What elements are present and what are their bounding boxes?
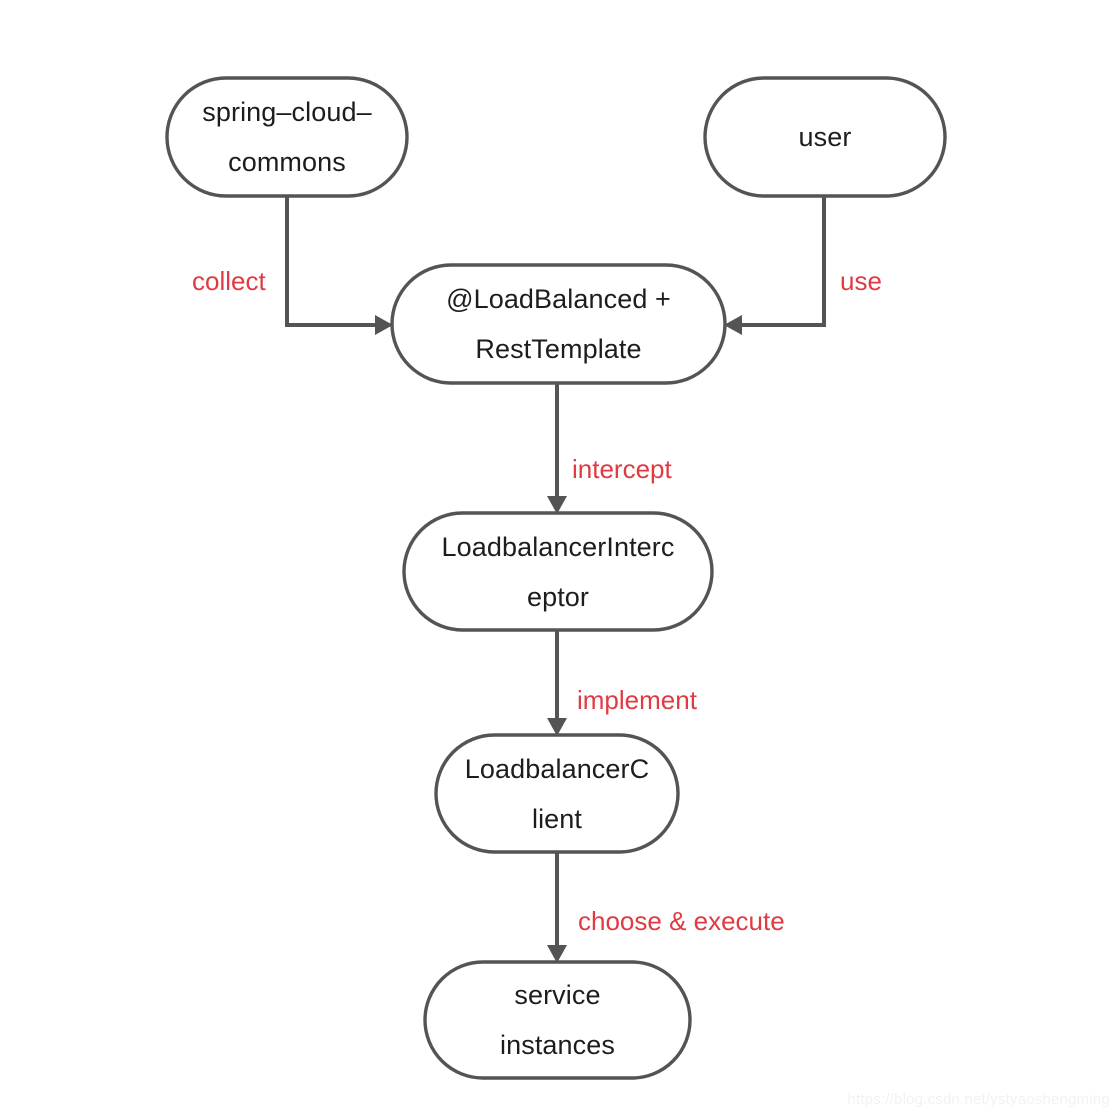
watermark: https://blog.csdn.net/ystyaoshengming [847,1091,1110,1108]
edge-label-intercept: intercept [572,454,672,484]
edge-choose-execute-arrowhead [547,945,567,963]
edge-label-choose-execute: choose & execute [578,906,785,936]
node-shapes-group [165,76,947,1080]
edge-intercept-arrowhead [547,496,567,514]
node-shape-service-instances[interactable] [423,960,692,1080]
edge-implement-arrowhead [547,718,567,736]
edge-use [724,196,826,335]
edge-collect-arrowhead [375,315,393,335]
edge-collect-path [285,196,379,327]
edge-use-path [739,196,826,327]
node-shape-spring-cloud-commons[interactable] [165,76,409,198]
edge-use-arrowhead [724,315,742,335]
edge-collect [285,196,393,335]
edge-implement [547,630,567,736]
edge-label-implement: implement [577,685,697,715]
edge-intercept [547,383,567,514]
edge-label-use: use [840,266,882,296]
edge-label-collect: collect [192,266,266,296]
node-shape-loadbalancer-interceptor[interactable] [402,511,714,632]
edge-choose-execute [547,852,567,963]
node-shape-loadbalancer-client[interactable] [434,733,680,854]
node-shape-loadbalanced-resttemplate[interactable] [390,263,727,385]
node-shape-user[interactable] [703,76,947,198]
